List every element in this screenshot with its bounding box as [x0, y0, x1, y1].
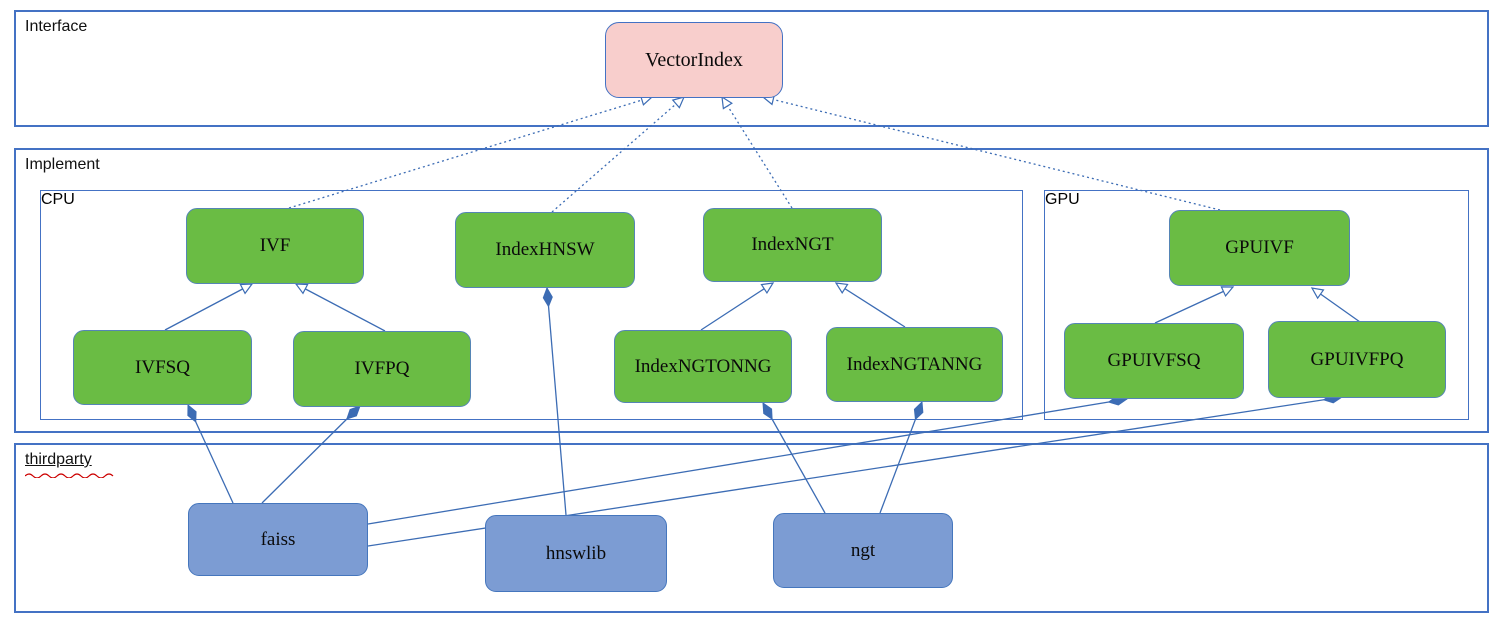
node-gpuivfsq[interactable]: GPUIVFSQ	[1064, 323, 1244, 399]
node-indexngtonng-label: IndexNGTONNG	[634, 355, 772, 377]
node-gpuivf-label: GPUIVF	[1225, 237, 1294, 258]
edge-gpuivf-vectorindex[interactable]	[761, 93, 1221, 211]
container-cpu-label: CPU	[41, 191, 75, 208]
node-vectorindex-label: VectorIndex	[645, 48, 743, 71]
edge-indexngtonng-indexngt[interactable]	[700, 282, 775, 331]
node-ngt-label: ngt	[850, 539, 876, 561]
node-ivfsq-label: IVFSQ	[135, 356, 190, 378]
node-indexngt-label: IndexNGT	[751, 234, 834, 255]
edge-gpuivfsq-gpuivf[interactable]	[1154, 286, 1235, 324]
node-gpuivfsq-label: GPUIVFSQ	[1107, 350, 1201, 371]
node-vectorindex[interactable]: VectorIndex	[605, 22, 783, 98]
edge-ngt-indexngtonng[interactable]	[763, 403, 826, 514]
container-cpu[interactable]: CPU	[40, 190, 1023, 420]
container-implement[interactable]: Implement	[14, 148, 1489, 433]
container-thirdparty[interactable]: thirdparty	[14, 443, 1489, 613]
container-interface[interactable]: Interface	[14, 10, 1489, 127]
edge-faiss-ivfpq[interactable]	[261, 406, 360, 504]
node-ngt[interactable]: ngt	[773, 513, 953, 588]
node-gpuivf[interactable]: GPUIVF	[1169, 210, 1350, 286]
container-gpu[interactable]: GPU	[1044, 190, 1469, 420]
spellcheck-squiggle	[25, 473, 114, 478]
node-gpuivfpq[interactable]: GPUIVFPQ	[1268, 321, 1446, 398]
node-ivf[interactable]: IVF	[186, 208, 364, 284]
edge-ngt-indexngtanng[interactable]	[879, 402, 922, 514]
node-ivfpq[interactable]: IVFPQ	[293, 331, 471, 407]
node-gpuivfpq-label: GPUIVFPQ	[1310, 348, 1404, 370]
node-indexhnsw-label: IndexHNSW	[495, 239, 595, 260]
node-hnswlib-label: hnswlib	[545, 542, 607, 564]
container-thirdparty-label: thirdparty	[25, 451, 92, 468]
edge-ivfsq-ivf[interactable]	[164, 283, 254, 331]
node-indexngtanng[interactable]: IndexNGTANNG	[826, 327, 1003, 402]
edge-faiss-gpuivfsq[interactable]	[367, 399, 1127, 525]
node-ivfpq-label: IVFPQ	[354, 358, 410, 379]
node-indexngt[interactable]: IndexNGT	[703, 208, 882, 282]
node-ivf-label: IVF	[259, 235, 291, 256]
node-indexhnsw[interactable]: IndexHNSW	[455, 212, 635, 288]
node-hnswlib[interactable]: hnswlib	[485, 515, 667, 592]
node-indexngtonng[interactable]: IndexNGTONNG	[614, 330, 792, 403]
edge-faiss-ivfsq[interactable]	[188, 405, 234, 504]
edge-indexngt-vectorindex[interactable]	[721, 95, 793, 209]
node-faiss-label: faiss	[260, 528, 296, 550]
container-implement-label: Implement	[25, 156, 100, 173]
edge-ivf-vectorindex[interactable]	[288, 94, 654, 209]
edge-indexngtanng-indexngt[interactable]	[834, 282, 906, 328]
node-ivfsq[interactable]: IVFSQ	[73, 330, 252, 405]
container-gpu-label: GPU	[1045, 191, 1080, 208]
edge-hnswlib-indexhnsw[interactable]	[547, 288, 567, 516]
edge-indexhnsw-vectorindex[interactable]	[551, 96, 686, 213]
node-indexngtanng-label: IndexNGTANNG	[846, 353, 983, 375]
node-faiss[interactable]: faiss	[188, 503, 368, 576]
container-interface-label: Interface	[25, 18, 88, 35]
edge-ivfpq-ivf[interactable]	[294, 283, 386, 332]
edge-gpuivfpq-gpuivf[interactable]	[1310, 287, 1361, 323]
